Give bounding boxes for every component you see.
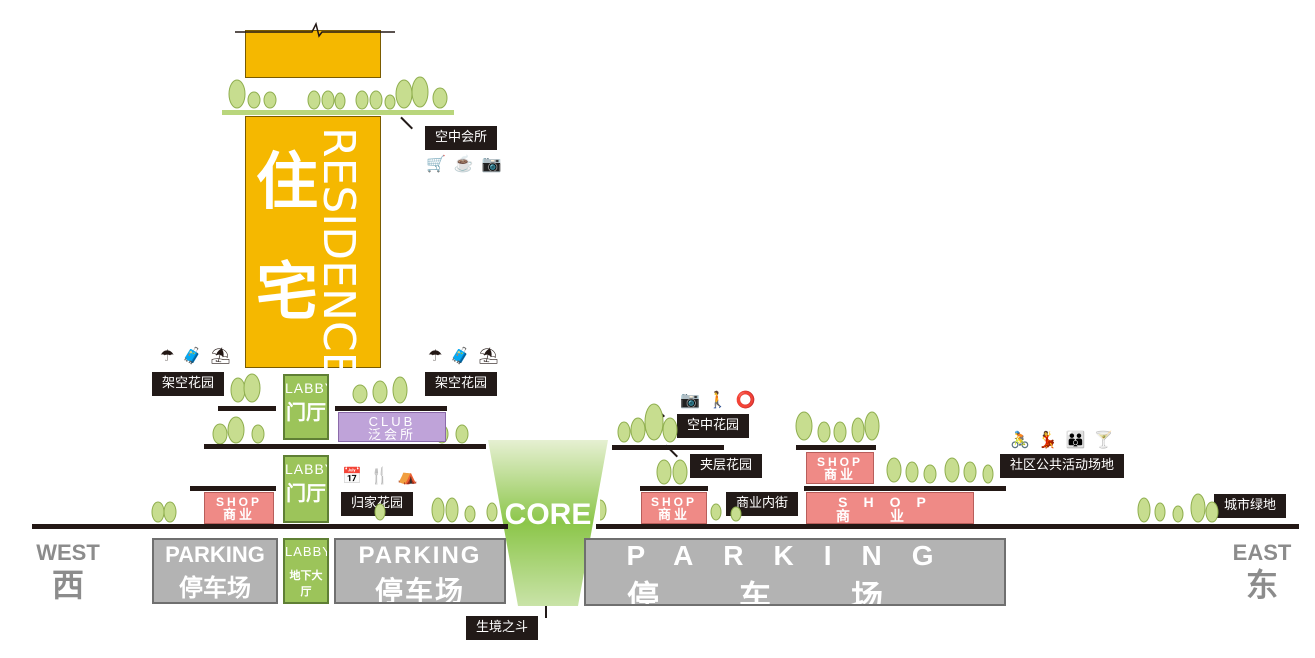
- labby-en: LABBY: [285, 461, 327, 477]
- home-garden-icons: 📅🍴⛺: [342, 466, 426, 486]
- umbrella-icon: ☂: [428, 348, 451, 365]
- shop-right-small: SHOP 商业: [806, 452, 874, 484]
- residence-tower: 住宅 RESIDENCE: [245, 116, 381, 380]
- parking-zh: 停车场: [626, 579, 963, 606]
- walker-icon: 🚶: [707, 392, 736, 409]
- shop-zh: 商业: [657, 507, 690, 522]
- right-roof-deck: [796, 445, 876, 450]
- labby-en: LABBY: [285, 380, 327, 396]
- coffee-icon: ☕: [453, 156, 482, 173]
- core-label: CORE: [504, 498, 592, 531]
- deckchair-icon: ⛱: [478, 348, 507, 365]
- east-zh: 东: [1245, 567, 1278, 603]
- cart-icon: 🛒: [426, 156, 454, 173]
- west-en: WEST: [36, 540, 100, 565]
- lifebuoy-icon: ⭕: [735, 392, 764, 409]
- shop-zh: 商业: [222, 507, 255, 522]
- ground-line-east: [596, 524, 1299, 529]
- label-stilt-garden-left: 架空花园: [152, 372, 225, 396]
- shop-en: SHOP: [215, 495, 262, 509]
- calendar-icon: 📅: [342, 468, 370, 485]
- label-community-space: 社区公共活动场地: [1000, 454, 1125, 478]
- parking-zh: 停车场: [374, 576, 465, 604]
- right-level1-deck: [804, 486, 1006, 491]
- luggage-icon: 🧳: [182, 348, 211, 365]
- labby-en: LABBY: [285, 544, 329, 559]
- camera-icon: 📷: [680, 392, 708, 409]
- parking-east: PARKING 停车场: [584, 538, 1006, 606]
- parking-en: PARKING: [626, 540, 964, 571]
- ground-line-west: [32, 524, 508, 529]
- shop-en: SHOP: [838, 494, 942, 510]
- level1-deck-left: [190, 486, 276, 491]
- labby-underground-zh: 地下大厅: [289, 570, 323, 598]
- parking-en: PARKING: [358, 542, 482, 569]
- stilt-deck-right: [335, 406, 447, 411]
- west-label: WEST 西: [30, 540, 106, 604]
- east-en: EAST: [1232, 540, 1292, 565]
- club-zh: 泛会所: [367, 427, 416, 442]
- club-block: CLUB 泛会所: [338, 412, 446, 442]
- deckchair-icon: ⛱: [210, 348, 239, 365]
- community-icons: 🚴💃👪🍸: [1010, 430, 1122, 450]
- parking-west: PARKING 停车场: [152, 538, 278, 604]
- umbrella-icon: ☂: [160, 348, 183, 365]
- stilt-left-icons: ☂🧳⛱: [160, 346, 239, 366]
- level2-floor-left: [204, 444, 486, 449]
- shop-zh: 商业: [836, 508, 944, 524]
- sky-garden-icons: 📷🚶⭕: [680, 390, 764, 410]
- canopy-icon: ⛺: [397, 468, 426, 485]
- sky-club-trees: [228, 76, 448, 110]
- club-en: CLUB: [368, 414, 416, 429]
- dining-icon: 🍴: [369, 468, 398, 485]
- label-eco-funnel: 生境之斗: [466, 616, 539, 640]
- shop-en: SHOP: [650, 495, 697, 509]
- mezzanine-deck: [640, 486, 708, 491]
- right-trees: [600, 403, 1219, 523]
- west-zh: 西: [51, 567, 84, 603]
- sky-club-icons: 🛒☕📷: [426, 154, 510, 174]
- stilt-deck-left: [218, 406, 276, 411]
- family-icon: 👪: [1065, 432, 1094, 449]
- labby-underground: LABBY 地下大厅: [283, 538, 329, 604]
- eco-funnel-pointer: [545, 606, 547, 618]
- label-urban-green: 城市绿地: [1214, 494, 1287, 518]
- shop-right-large: SHOP 商业: [806, 492, 974, 524]
- cocktail-icon: 🍸: [1093, 432, 1122, 449]
- label-home-garden: 归家花园: [341, 492, 414, 516]
- labby-upper: LABBY 门厅: [283, 374, 329, 440]
- core-funnel: [488, 440, 608, 606]
- parking-zh: 停车场: [179, 575, 251, 602]
- stilt-right-icons: ☂🧳⛱: [428, 346, 507, 366]
- label-sky-club: 空中会所: [425, 126, 498, 150]
- cycling-icon: 🚴: [1010, 432, 1038, 449]
- shop-left: SHOP 商业: [204, 492, 274, 524]
- camera-icon: 📷: [481, 156, 510, 173]
- labby-zh: 门厅: [286, 483, 326, 505]
- shop-mid: SHOP 商业: [641, 492, 707, 524]
- labby-middle: LABBY 门厅: [283, 455, 329, 523]
- label-sky-garden: 空中花园: [677, 414, 750, 438]
- parking-center: PARKING 停车场: [334, 538, 506, 604]
- dancer-icon: 💃: [1037, 432, 1066, 449]
- labby-zh: 门厅: [286, 402, 326, 424]
- parking-en: PARKING: [165, 542, 265, 567]
- residence-zh-label: 住宅: [256, 145, 319, 328]
- ground-trees-left: [151, 497, 498, 523]
- label-stilt-garden-right: 架空花园: [425, 372, 498, 396]
- luggage-icon: 🧳: [450, 348, 479, 365]
- label-mezzanine-garden: 夹层花园: [690, 454, 763, 478]
- east-label: EAST 东: [1222, 540, 1302, 604]
- shop-en: SHOP: [816, 455, 863, 469]
- sky-club-roof: [222, 110, 454, 115]
- rooftop-outline: [235, 21, 395, 38]
- shop-zh: 商业: [823, 467, 856, 482]
- residence-en-label: RESIDENCE: [313, 127, 364, 380]
